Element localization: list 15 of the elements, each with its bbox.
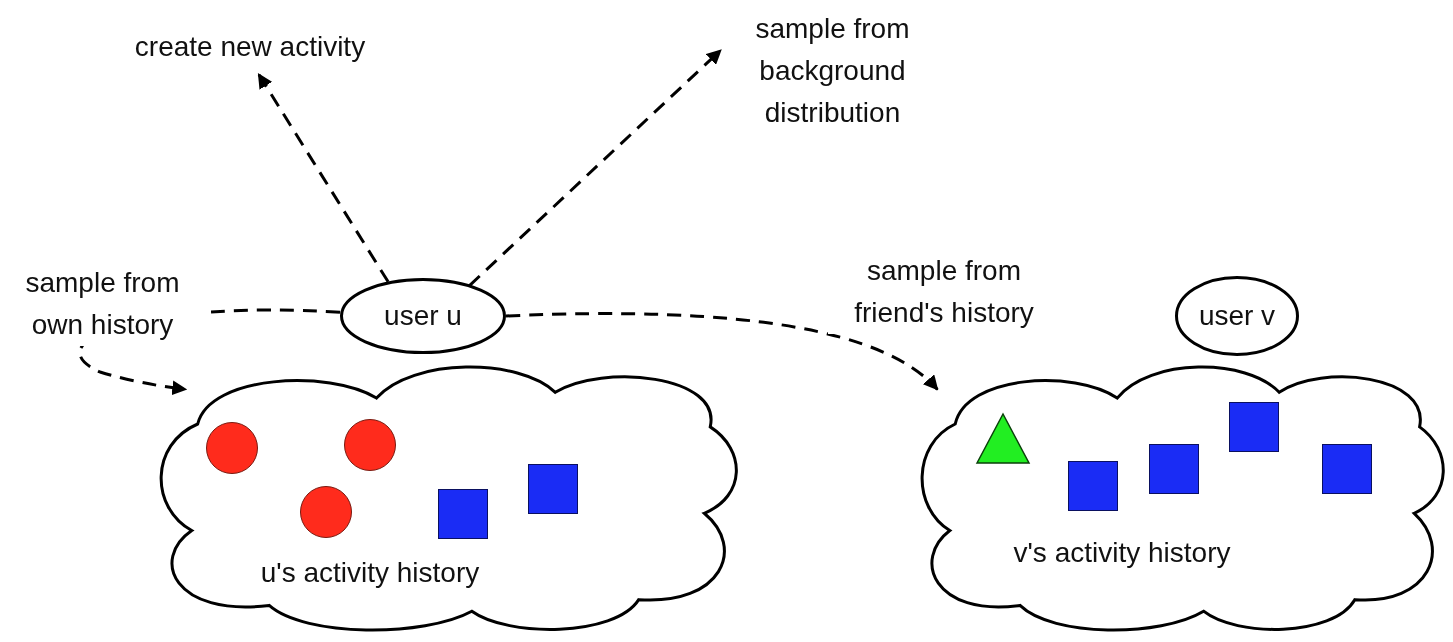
square-marker [528,464,578,514]
cloud-label: u's activity history [259,556,481,590]
annotation-text: create new activity [105,26,395,68]
square-marker [1068,461,1118,511]
square-marker [1149,444,1199,494]
square-marker [1229,402,1279,452]
dashed-arrow [468,49,722,287]
annotation-text: sample from background distribution [725,8,940,136]
cloud-label: v's activity history [1012,536,1232,570]
square-marker [438,489,488,539]
user-label: user u [384,299,462,333]
dashed-arrow [257,73,390,283]
square-marker [1322,444,1372,494]
dashed-arrow [505,312,939,391]
user-label: user v [1198,299,1276,333]
